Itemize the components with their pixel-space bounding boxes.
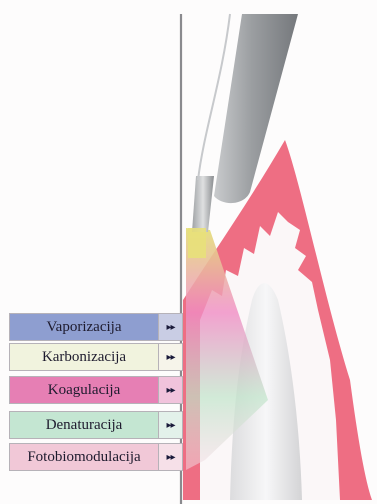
- legend-item-karbonizacija: Karbonizacija▸▸: [9, 343, 183, 373]
- double-arrow-icon: ▸▸: [159, 443, 183, 471]
- legend-label: Koagulacija: [9, 376, 159, 404]
- legend-item-koagulacija: Koagulacija▸▸: [9, 376, 183, 406]
- double-arrow-icon: ▸▸: [159, 376, 183, 404]
- double-arrow-icon: ▸▸: [159, 411, 183, 439]
- legend-item-vaporizacija: Vaporizacija▸▸: [9, 313, 183, 343]
- legend-label: Vaporizacija: [9, 313, 159, 341]
- legend-item-denaturacija: Denaturacija▸▸: [9, 411, 183, 441]
- double-arrow-icon: ▸▸: [159, 343, 183, 371]
- fiber: [192, 176, 214, 232]
- fiber-tip: [188, 228, 206, 258]
- legend-label: Fotobiomodulacija: [9, 443, 159, 471]
- legend-item-fotobiomodulacija: Fotobiomodulacija▸▸: [9, 443, 183, 473]
- legend-label: Denaturacija: [9, 411, 159, 439]
- double-arrow-icon: ▸▸: [159, 313, 183, 341]
- legend-label: Karbonizacija: [9, 343, 159, 371]
